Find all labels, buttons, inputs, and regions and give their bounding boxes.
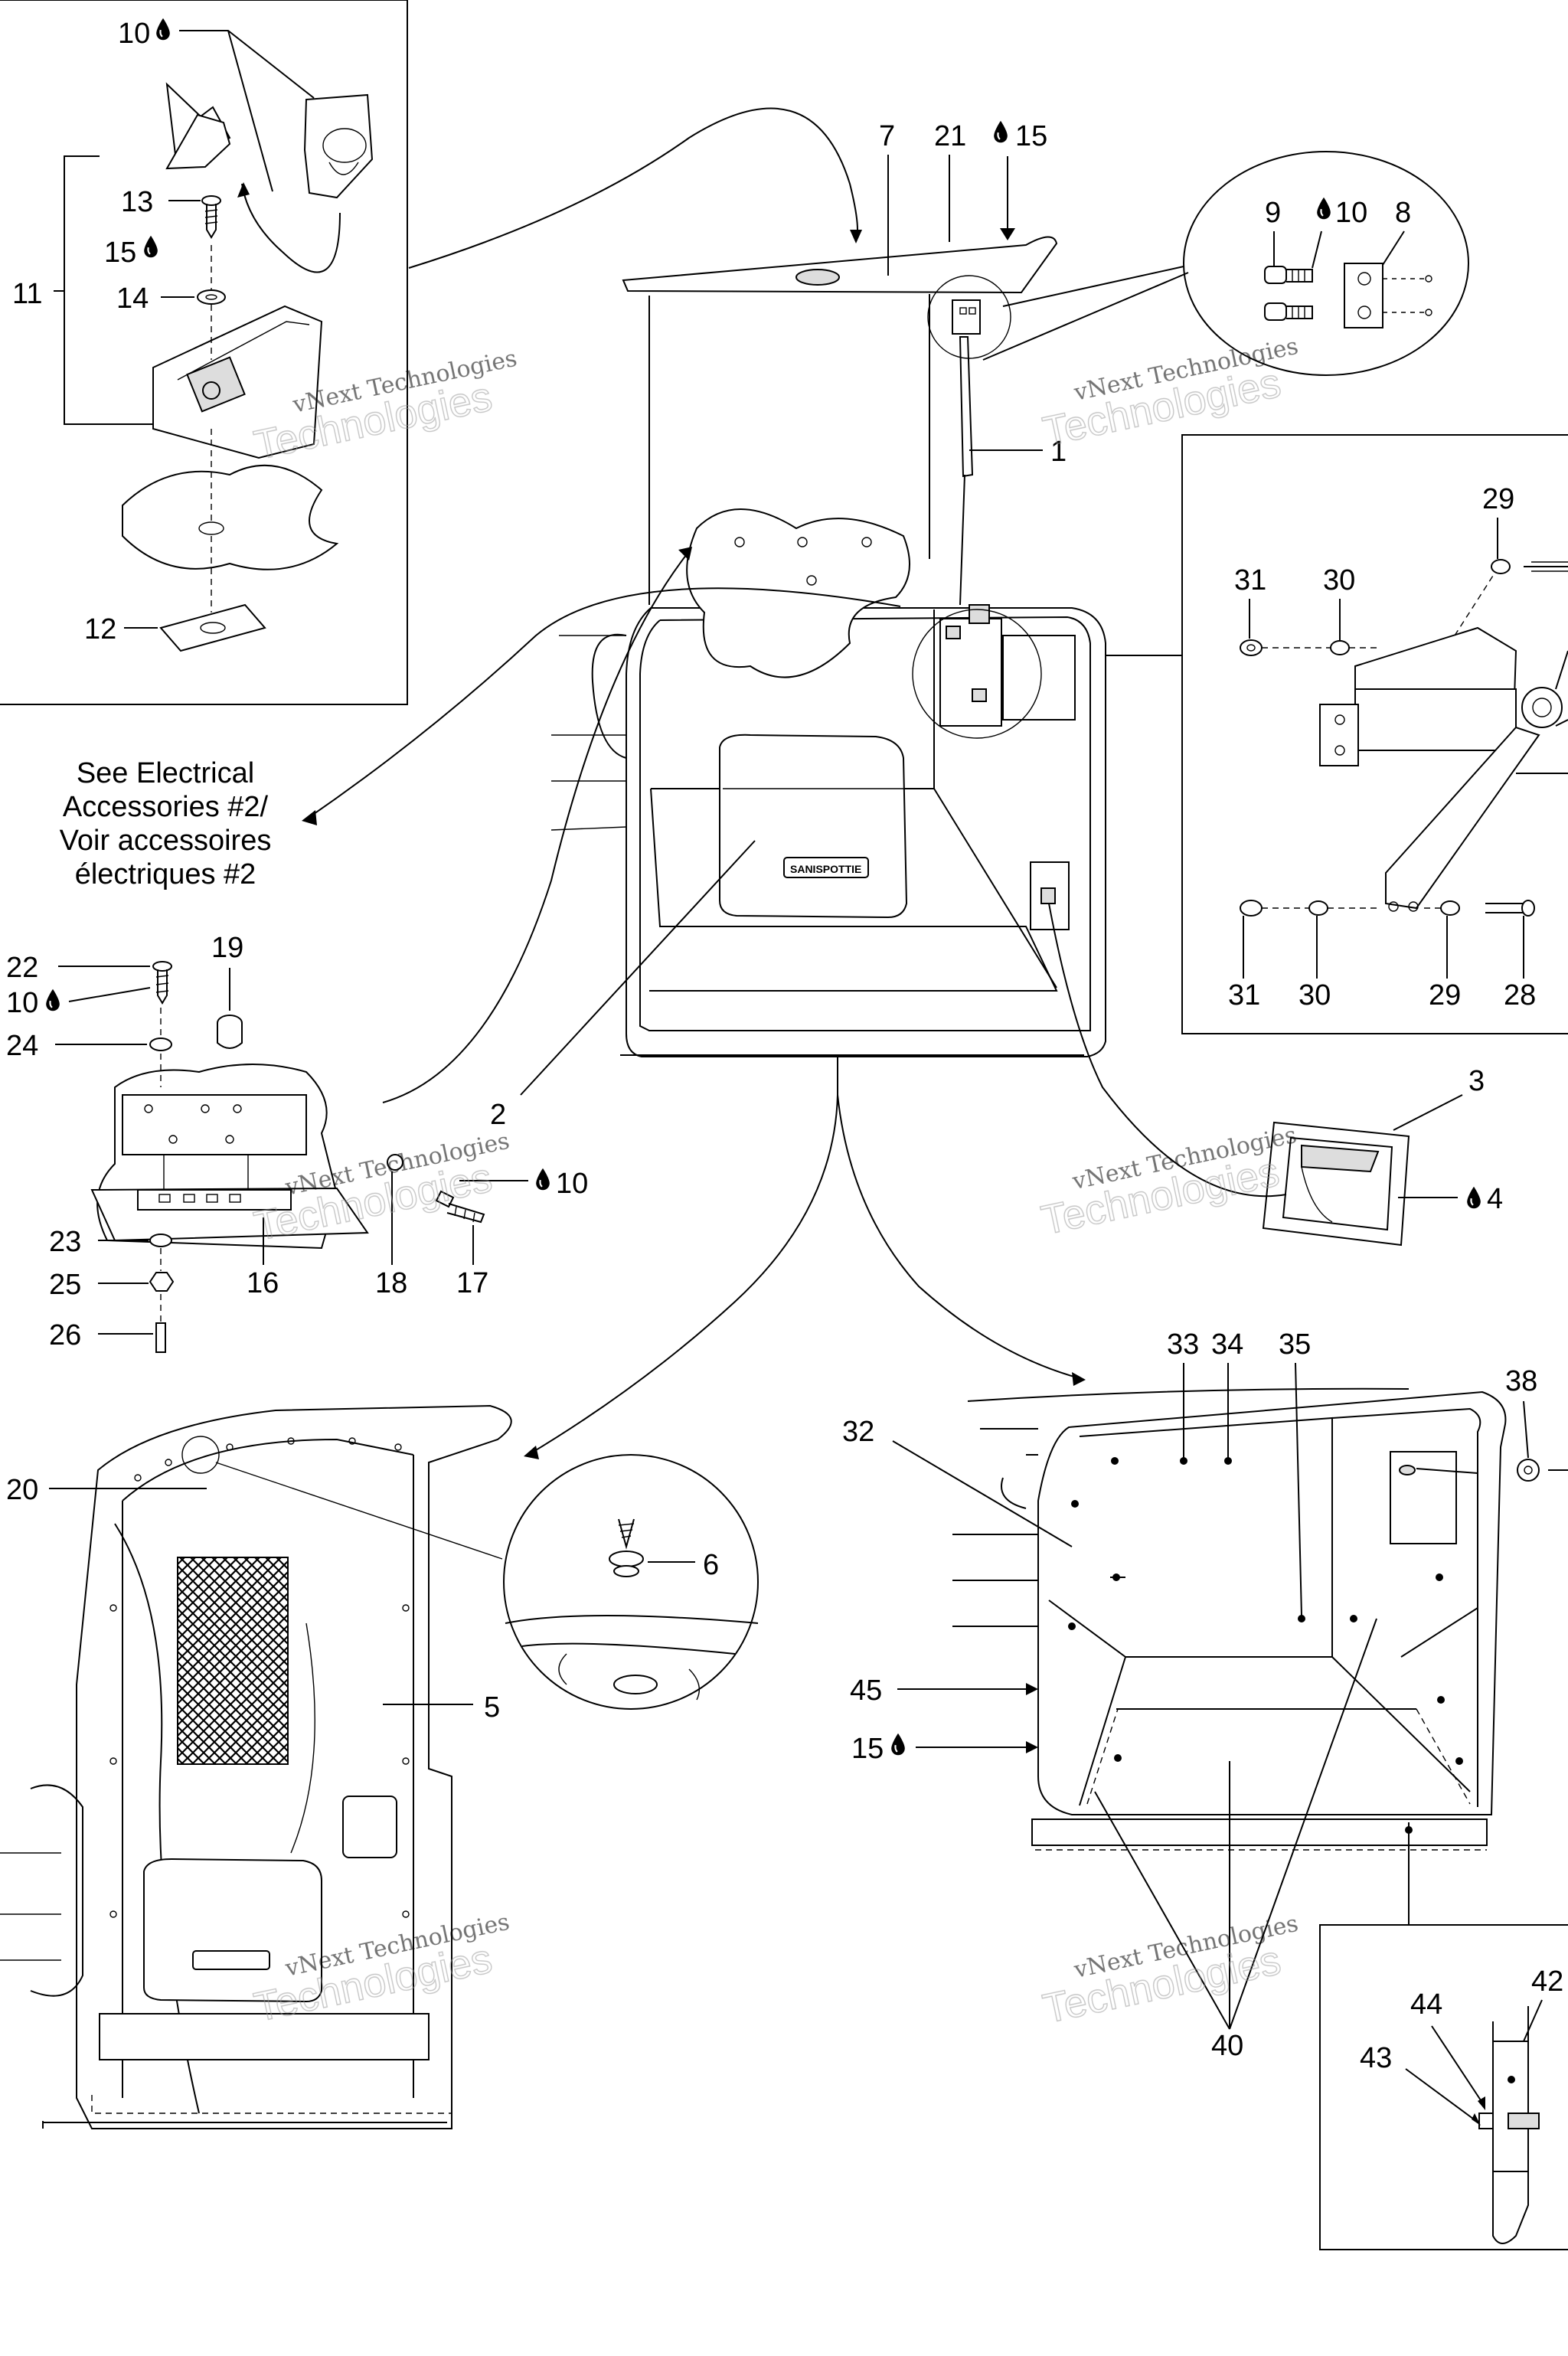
callout-45: 45	[850, 1675, 882, 1707]
callout-12: 12	[84, 613, 116, 645]
callout-44: 44	[1410, 1988, 1442, 2021]
callout-33: 33	[1167, 1328, 1199, 1361]
note-line-4: électriques #2	[75, 858, 256, 890]
empty-box-view	[952, 1387, 1568, 1925]
callout-21: 21	[934, 120, 966, 152]
pump-bracket-detail	[90, 961, 485, 1353]
hinge-screws-inset	[982, 151, 1469, 376]
callout-6: 6	[703, 1549, 719, 1581]
callout-42: 42	[1531, 1966, 1563, 1998]
callout-8: 8	[1395, 197, 1411, 229]
callout-32: 32	[842, 1416, 874, 1448]
callout-34: 34	[1211, 1328, 1243, 1361]
callout-31b: 31	[1228, 979, 1260, 1011]
callout-10a: 10	[118, 18, 150, 50]
note-line-1: See Electrical	[77, 757, 254, 789]
drop-icon	[45, 988, 60, 1012]
callout-29a: 29	[1482, 483, 1514, 515]
edge-profile-inset	[1319, 1924, 1568, 2250]
drop-icon	[993, 119, 1008, 144]
drop-icon	[155, 17, 171, 41]
screw-13	[201, 195, 221, 239]
drop-icon	[890, 1732, 906, 1756]
callout-43: 43	[1360, 2042, 1392, 2074]
callout-30a: 30	[1323, 564, 1355, 596]
callout-15a: 15	[104, 237, 136, 269]
callout-19: 19	[211, 932, 243, 964]
callout-18: 18	[375, 1267, 407, 1299]
electrical-note: See Electrical Accessories #2/ Voir acce…	[60, 757, 272, 890]
callout-20: 20	[6, 1474, 38, 1506]
vent-frame	[1262, 1121, 1410, 1247]
callout-11: 11	[12, 278, 42, 310]
callout-2: 2	[490, 1099, 506, 1131]
callout-1: 1	[1050, 436, 1067, 468]
callout-15c: 15	[851, 1733, 884, 1765]
callout-38: 38	[1505, 1365, 1537, 1397]
callout-31a: 31	[1234, 564, 1266, 596]
callout-7: 7	[879, 120, 895, 152]
callout-14: 14	[116, 283, 149, 315]
callout-30b: 30	[1298, 979, 1331, 1011]
callout-23: 23	[49, 1226, 81, 1258]
callout-10d: 10	[556, 1168, 588, 1200]
callout-26: 26	[49, 1319, 81, 1351]
drop-icon	[535, 1167, 550, 1191]
callout-17: 17	[456, 1267, 488, 1299]
callout-15b: 15	[1015, 120, 1047, 152]
callout-16: 16	[247, 1267, 279, 1299]
callout-22: 22	[6, 952, 38, 984]
mesh-interior-view	[0, 1404, 512, 2129]
callout-28: 28	[1504, 979, 1536, 1011]
drop-icon	[1316, 196, 1331, 221]
callout-5: 5	[484, 1691, 500, 1724]
callout-13: 13	[121, 186, 153, 218]
callout-35: 35	[1279, 1328, 1311, 1361]
callout-10c: 10	[6, 987, 38, 1019]
callout-4: 4	[1487, 1183, 1503, 1215]
callout-10b: 10	[1335, 197, 1367, 229]
drop-icon	[1466, 1185, 1481, 1210]
callout-9: 9	[1265, 197, 1281, 229]
callout-24: 24	[6, 1030, 38, 1062]
callout-25: 25	[49, 1269, 81, 1301]
strut-mount-inset	[1106, 434, 1568, 1034]
note-line-2: Accessories #2/	[63, 791, 269, 823]
latch-detail-inset	[0, 0, 408, 705]
main-storage-box: SANISPOTTIE	[550, 236, 1106, 1057]
screw-6-inset	[503, 1454, 759, 1710]
callout-29b: 29	[1429, 979, 1461, 1011]
brand-label: SANISPOTTIE	[790, 863, 861, 875]
note-line-3: Voir accessoires	[60, 825, 272, 857]
drop-icon	[143, 234, 158, 259]
callout-3: 3	[1468, 1065, 1485, 1097]
callout-40: 40	[1211, 2030, 1243, 2062]
